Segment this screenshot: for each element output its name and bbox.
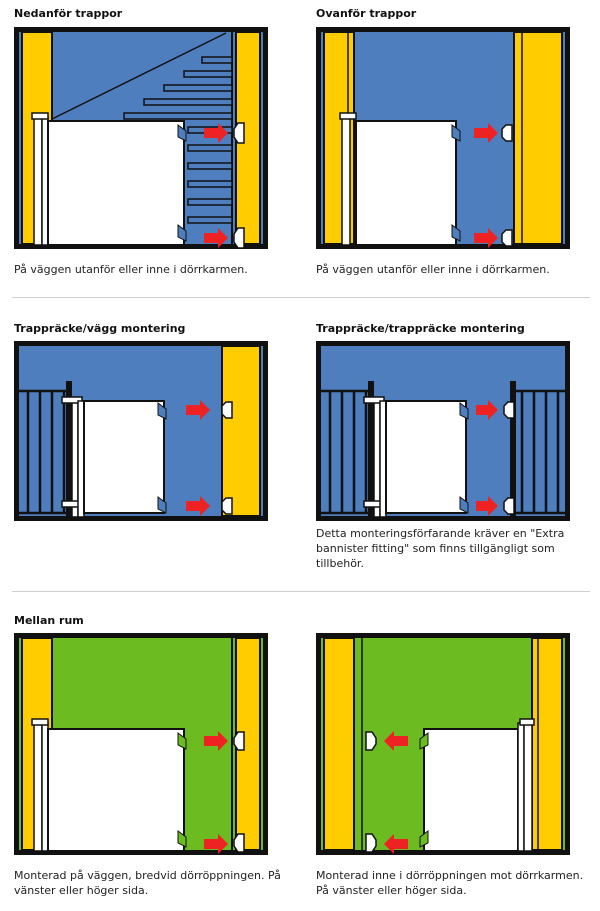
section-title-banister-banister: Trappräcke/trappräcke montering [316, 322, 525, 335]
diagram-between-rooms-opening [316, 633, 570, 855]
caption-between-rooms-opening: Monterad inne i dörröppningen mot dörrka… [316, 869, 584, 897]
diagram-between-rooms-wall [14, 633, 268, 855]
caption-above-stairs: På väggen utanför eller inne i dörrkarme… [316, 263, 550, 276]
diagram-below-stairs [14, 27, 268, 249]
diagram-banister-wall [14, 341, 268, 521]
section-title-above-stairs: Ovanför trappor [316, 7, 417, 20]
section-divider [12, 591, 590, 592]
caption-banister-banister: Detta monteringsförfarande kräver en "Ex… [316, 527, 565, 570]
safety-gate-icon [31, 112, 187, 246]
section-divider [12, 297, 590, 298]
caption-below-stairs: På väggen utanför eller inne i dörrkarme… [14, 263, 248, 276]
section-title-below-stairs: Nedanför trappor [14, 7, 123, 20]
section-title-between-rooms: Mellan rum [14, 614, 84, 627]
diagram-banister-banister [316, 341, 570, 521]
caption-between-rooms-wall: Monterad på väggen, bredvid dörröppninge… [14, 869, 281, 897]
section-title-banister-wall: Trappräcke/vägg montering [14, 322, 186, 335]
diagram-above-stairs [316, 27, 570, 249]
